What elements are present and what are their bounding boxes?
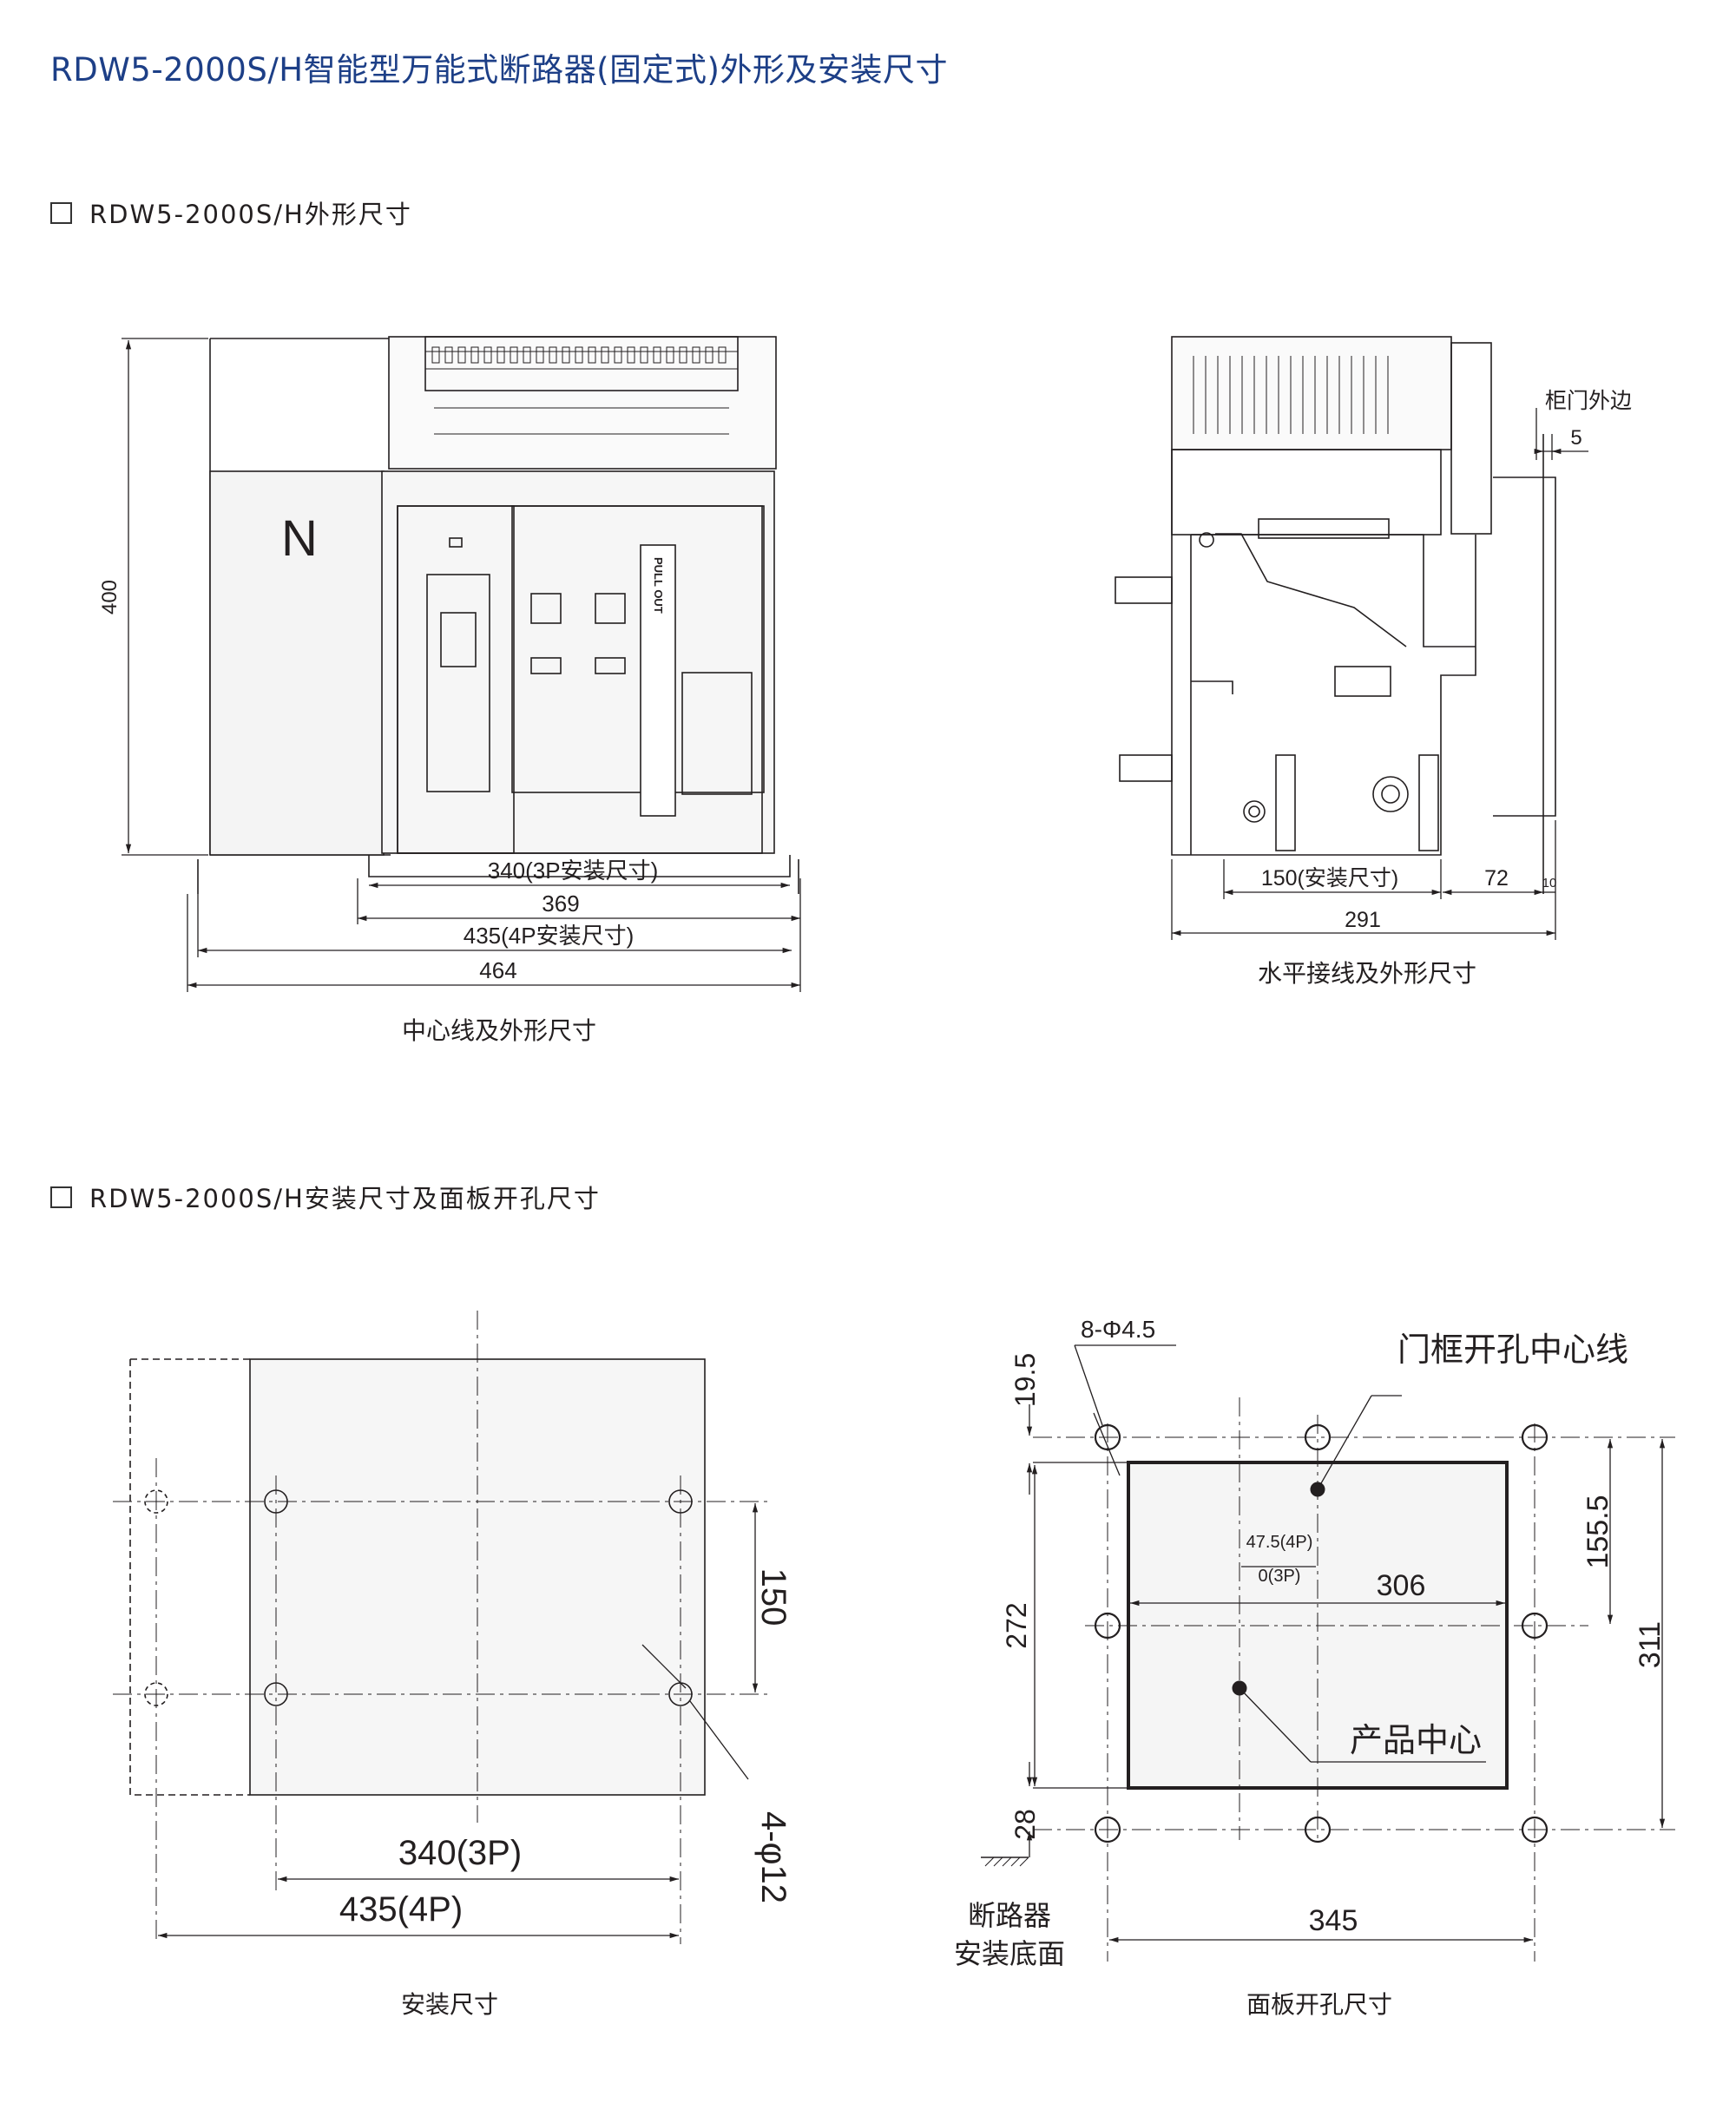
dim-291: 291 — [1345, 908, 1381, 932]
breaker-base-label-2: 安装底面 — [954, 1938, 1065, 1969]
section-heading-mounting: RDW5-2000S/H安装尺寸及面板开孔尺寸 — [50, 1179, 601, 1215]
panel-letter: N — [281, 510, 318, 567]
panel-holes: 8-Φ4.5 — [1081, 1316, 1155, 1343]
front-view-caption: 中心线及外形尺寸 — [401, 1016, 597, 1045]
pull-out-label: PULL OUT — [652, 557, 665, 614]
dim-10: 10 — [1542, 876, 1557, 890]
panel-dim-272: 272 — [1001, 1602, 1032, 1648]
mount-holes: 4-φ12 — [754, 1811, 792, 1903]
front-view-terminals — [431, 346, 727, 364]
mount-dim-150: 150 — [754, 1568, 792, 1627]
product-center-label: 产品中心 — [1350, 1723, 1482, 1759]
section-heading-label: RDW5-2000S/H安装尺寸及面板开孔尺寸 — [89, 1184, 601, 1213]
mount-view-centerlines — [113, 1311, 768, 1944]
panel-dim-28: 28 — [1009, 1809, 1041, 1840]
dim-height: 400 — [98, 580, 122, 614]
mount-view-dimensions — [158, 1503, 759, 1939]
mount-dim-340: 340(3P) — [398, 1834, 522, 1872]
panel-view-dimensions — [981, 1344, 1666, 1943]
section-heading-label: RDW5-2000S/H外形尺寸 — [89, 200, 412, 229]
mount-view-caption: 安装尺寸 — [400, 1990, 499, 2019]
page-title: RDW5-2000S/H智能型万能式断路器(固定式)外形及安装尺寸 — [50, 51, 948, 89]
panel-dim-345: 345 — [1309, 1904, 1358, 1937]
front-view-drawing — [197, 336, 799, 894]
door-center-label: 门框开孔中心线 — [1397, 1332, 1628, 1369]
side-view-vents — [1193, 356, 1389, 434]
dim-369: 369 — [542, 890, 579, 917]
panel-dim-0: 0(3P) — [1259, 1567, 1301, 1586]
door-edge-label: 柜门外边 — [1545, 389, 1632, 413]
panel-dim-47-5: 47.5(4P) — [1246, 1533, 1313, 1552]
side-view-caption: 水平接线及外形尺寸 — [1257, 959, 1477, 988]
panel-view-drawing — [1094, 1423, 1549, 1843]
panel-dim-19-5: 19.5 — [1009, 1353, 1041, 1407]
dim-464: 464 — [479, 957, 516, 983]
ground-hatch — [984, 1857, 1029, 1867]
panel-dim-311: 311 — [1634, 1621, 1667, 1668]
side-view-dimensions — [1171, 408, 1588, 940]
dim-5: 5 — [1570, 426, 1581, 450]
checkbox-square-icon — [50, 1186, 72, 1208]
panel-view-caption: 面板开孔尺寸 — [1246, 1990, 1393, 2019]
dim-150-install: 150(安装尺寸) — [1261, 866, 1398, 890]
mount-view-drawing — [129, 1358, 706, 1796]
mount-dim-435: 435(4P) — [339, 1890, 463, 1929]
checkbox-square-icon — [50, 201, 72, 224]
panel-dim-155-5: 155.5 — [1581, 1495, 1614, 1568]
dim-72: 72 — [1484, 866, 1509, 890]
dim-435: 435(4P安装尺寸) — [464, 923, 635, 949]
breaker-base-label: 断路器 — [968, 1900, 1051, 1931]
dim-340: 340(3P安装尺寸) — [488, 858, 659, 884]
front-view-dimensions — [122, 338, 801, 992]
panel-view-centerlines — [1033, 1397, 1675, 1962]
side-view-drawing — [1115, 336, 1556, 894]
panel-dim-306: 306 — [1377, 1569, 1426, 1602]
section-heading-outline: RDW5-2000S/H外形尺寸 — [50, 194, 412, 231]
